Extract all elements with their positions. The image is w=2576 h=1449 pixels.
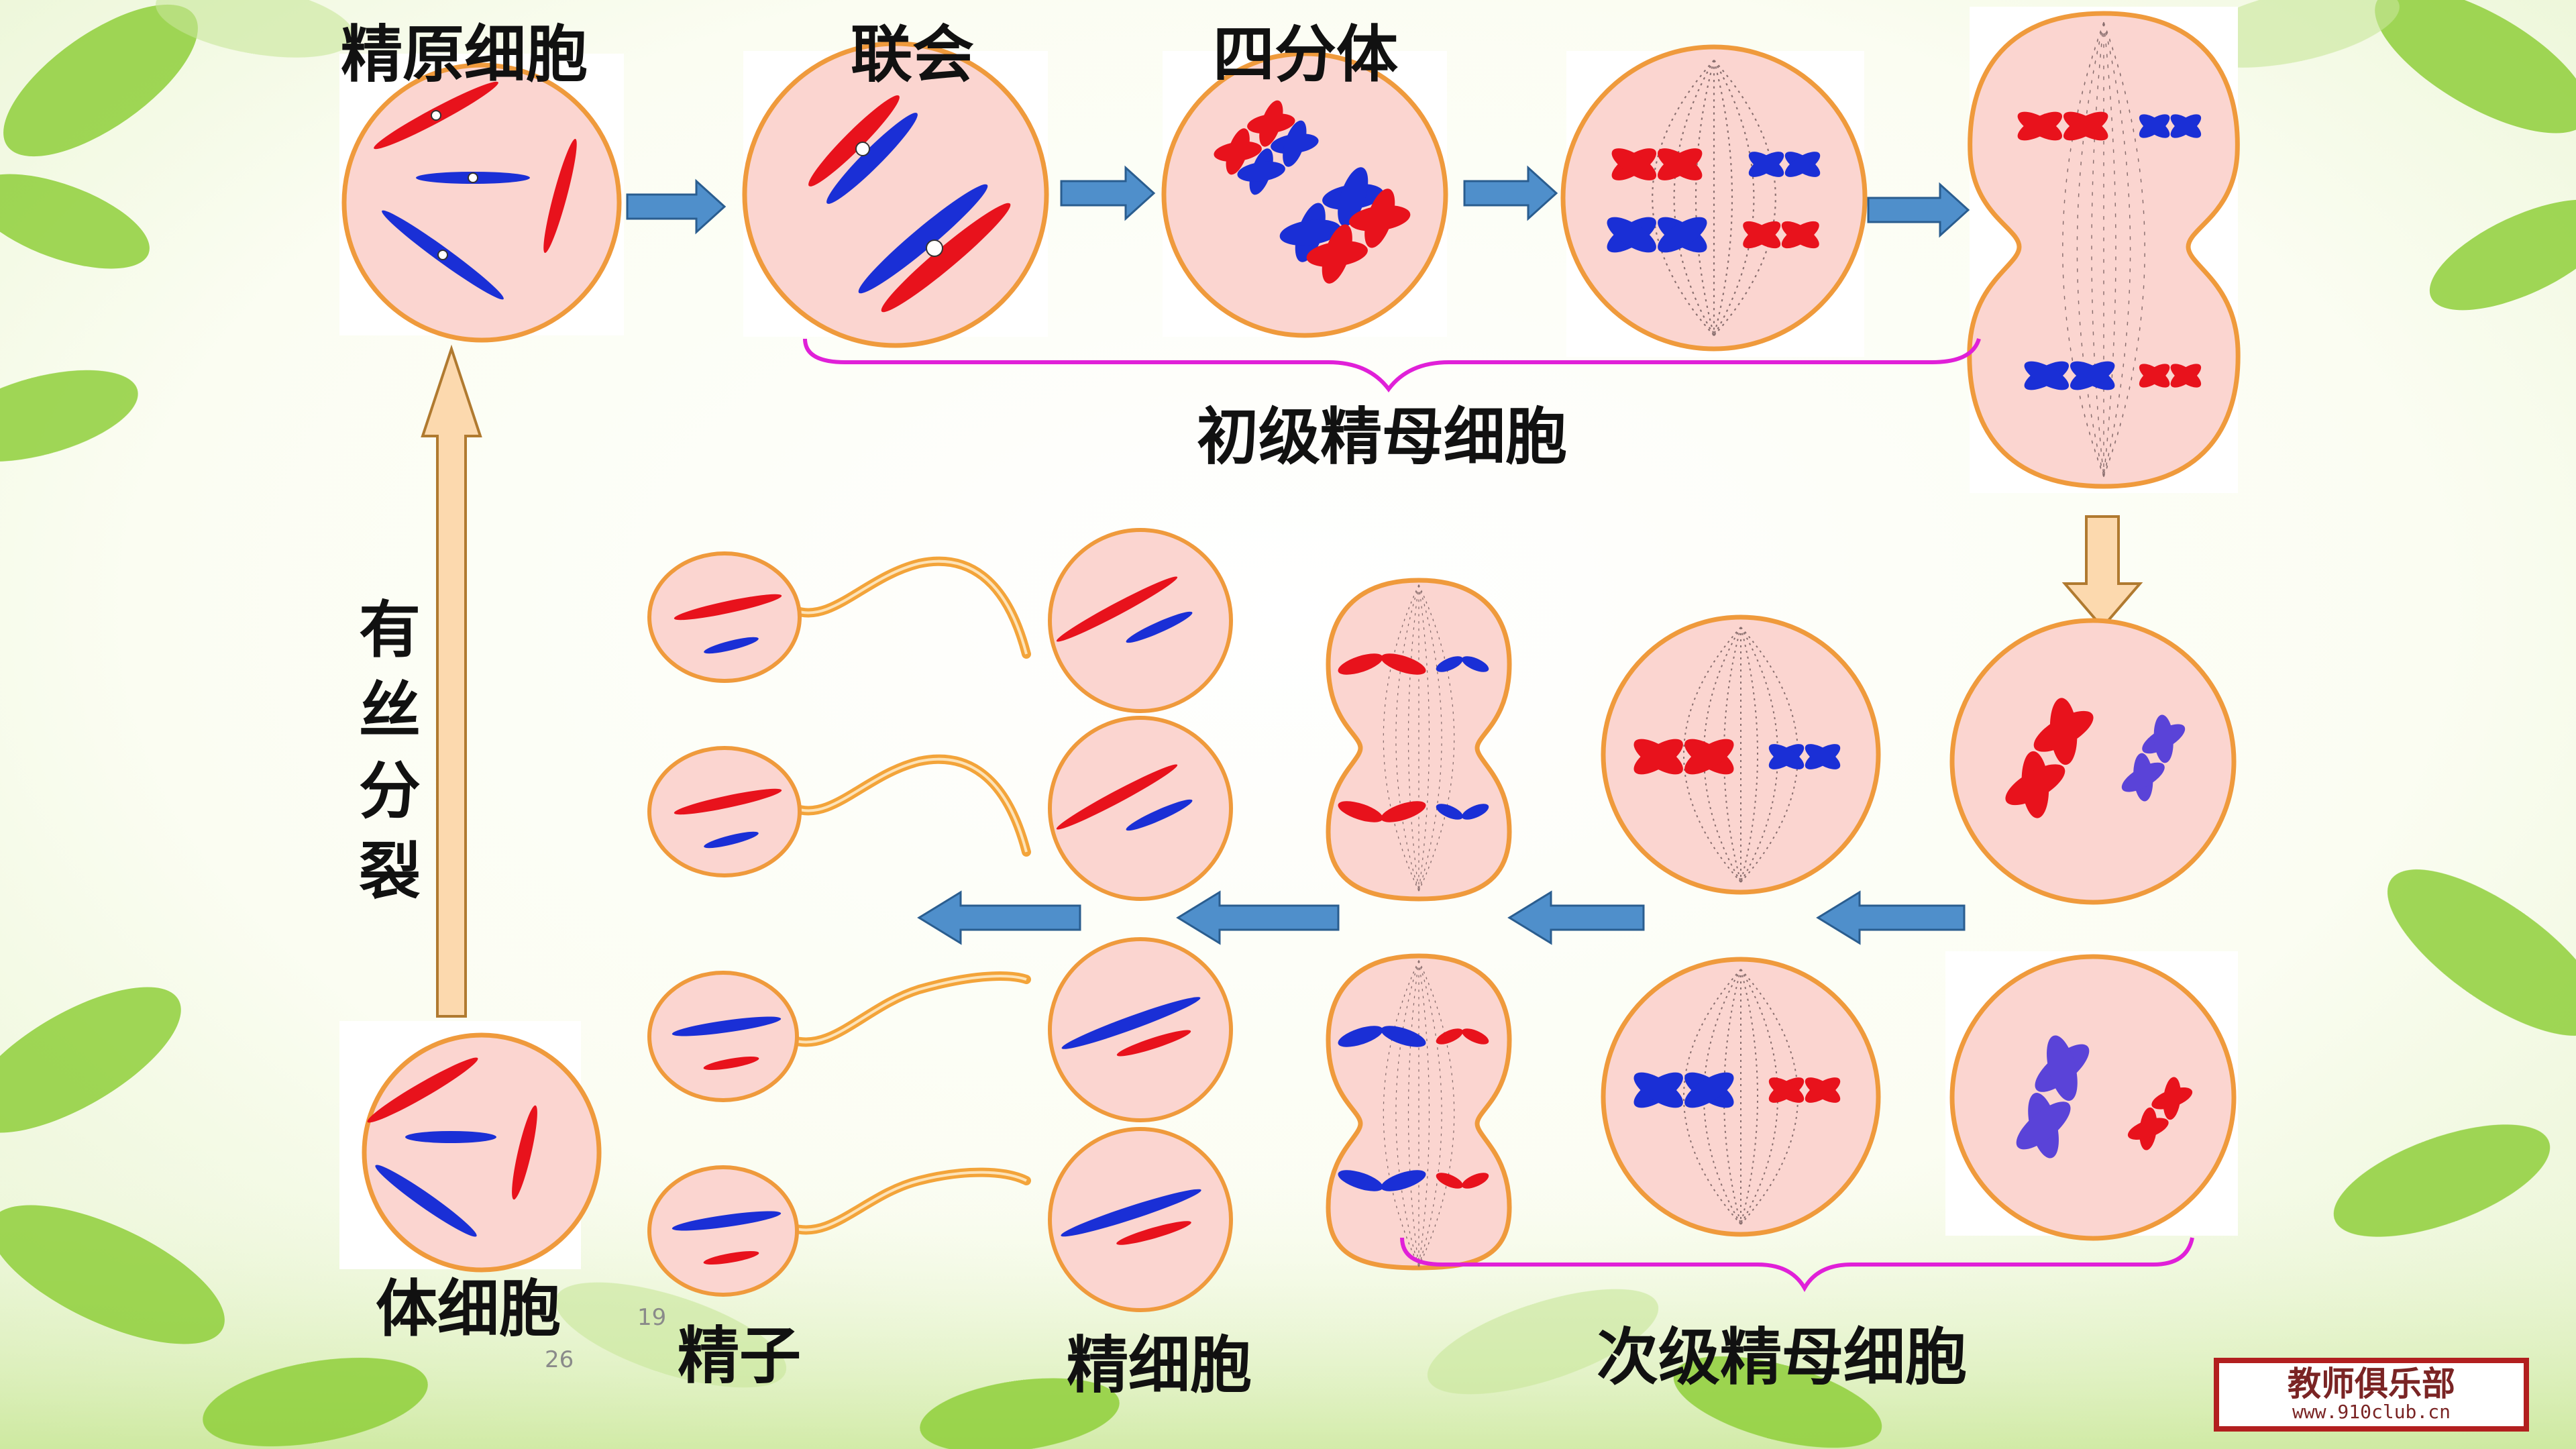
label-primary-spermatocyte: 初级精母细胞 bbox=[1197, 401, 1568, 473]
label-somatic-cell: 体细胞 bbox=[376, 1273, 561, 1345]
label-mitosis: 有丝分裂 bbox=[358, 594, 421, 908]
watermark-url: www.910club.cn bbox=[2292, 1400, 2451, 1423]
label-sperm: 精子 bbox=[678, 1320, 802, 1392]
label-spermatid: 精细胞 bbox=[1067, 1330, 1252, 1401]
watermark-logo: 教师俱乐部 www.910club.cn bbox=[2214, 1358, 2529, 1432]
label-spermatogonium: 精原细胞 bbox=[341, 19, 588, 91]
label-secondary-spermatocyte: 次级精母细胞 bbox=[1597, 1322, 1968, 1393]
watermark-title: 教师俱乐部 bbox=[2288, 1364, 2455, 1404]
label-tetrad: 四分体 bbox=[1213, 19, 1399, 91]
label-synapsis: 联会 bbox=[851, 19, 975, 91]
